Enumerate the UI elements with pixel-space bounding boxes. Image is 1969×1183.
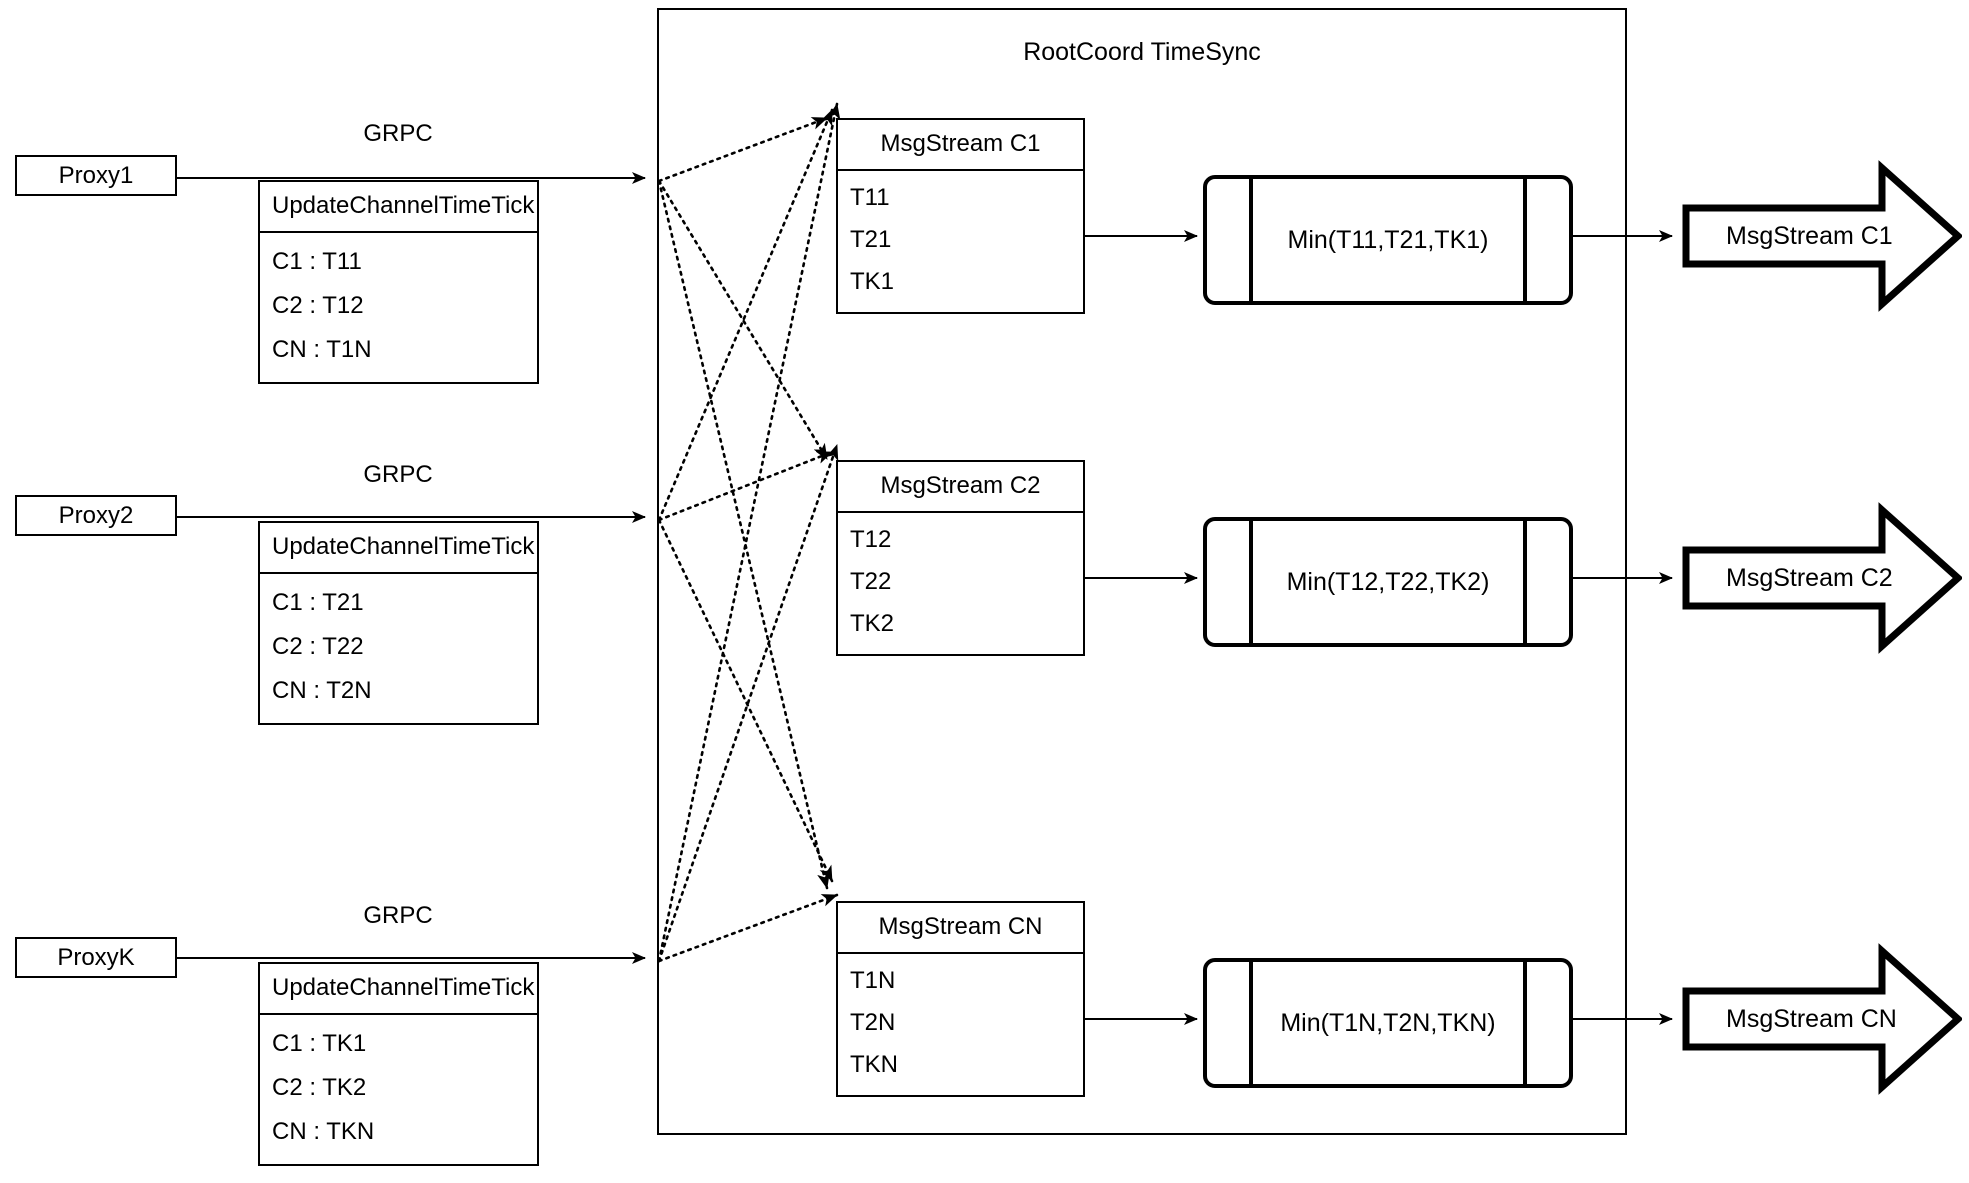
block-arrow-shape (1682, 502, 1962, 654)
min-label: Min(T1N,T2N,TKN) (1280, 1008, 1496, 1037)
container-title: RootCoord TimeSync (1023, 38, 1261, 66)
table-header: MsgStream C2 (838, 462, 1083, 513)
table-row: T2N (850, 1008, 896, 1036)
rootcoord-timesync-container (657, 8, 1627, 1135)
subprocess-bar-right (1523, 175, 1527, 305)
grpc-label-1: GRPC (363, 120, 433, 147)
grpc-label-2: GRPC (363, 461, 433, 488)
proxy-label: ProxyK (57, 943, 135, 971)
subprocess-bar-left (1249, 517, 1253, 647)
table-body: T11 T21 TK1 (838, 171, 1083, 312)
table-row: TK1 (850, 267, 895, 295)
grpc-label-3: GRPC (363, 902, 433, 929)
table-row: T22 (850, 567, 892, 595)
update-channel-timetick-table-1: UpdateChannelTimeTick C1 : T11 C2 : T12 … (258, 180, 539, 384)
msgstream-table-1: MsgStream C1 T11 T21 TK1 (836, 118, 1085, 314)
table-header: MsgStream C1 (838, 120, 1083, 171)
output-label: MsgStream CN (1726, 1004, 1897, 1033)
table-row: C1 : TK1 (272, 1029, 367, 1057)
output-block-arrow-2: MsgStream C2 (1682, 502, 1962, 654)
block-arrow-shape (1682, 943, 1962, 1095)
subprocess-bar-left (1249, 175, 1253, 305)
proxy-box-3[interactable]: ProxyK (15, 937, 177, 978)
min-label: Min(T12,T22,TK2) (1286, 567, 1490, 596)
proxy-box-2[interactable]: Proxy2 (15, 495, 177, 536)
table-row: TK2 (850, 609, 895, 637)
proxy-label: Proxy2 (58, 501, 134, 529)
subprocess-bar-left (1249, 958, 1253, 1088)
table-body: C1 : TK1 C2 : TK2 CN : TKN (260, 1015, 537, 1164)
table-row: C1 : T21 (272, 588, 364, 616)
table-row: C1 : T11 (272, 247, 362, 275)
table-header: UpdateChannelTimeTick (260, 523, 537, 574)
table-row: CN : T2N (272, 677, 372, 705)
update-channel-timetick-table-3: UpdateChannelTimeTick C1 : TK1 C2 : TK2 … (258, 962, 539, 1166)
table-body: C1 : T21 C2 : T22 CN : T2N (260, 574, 537, 723)
msgstream-table-3: MsgStream CN T1N T2N TKN (836, 901, 1085, 1097)
table-body: T1N T2N TKN (838, 954, 1083, 1095)
table-row: T1N (850, 967, 896, 995)
table-row: T11 (850, 184, 890, 212)
table-row: C2 : T22 (272, 632, 364, 660)
proxy-box-1[interactable]: Proxy1 (15, 155, 177, 196)
table-body: C1 : T11 C2 : T12 CN : T1N (260, 233, 537, 382)
table-header: MsgStream CN (838, 903, 1083, 954)
table-row: C2 : T12 (272, 291, 364, 319)
subprocess-bar-right (1523, 958, 1527, 1088)
table-row: C2 : TK2 (272, 1073, 367, 1101)
proxy-label: Proxy1 (58, 161, 134, 189)
table-header: UpdateChannelTimeTick (260, 964, 537, 1015)
output-block-arrow-1: MsgStream C1 (1682, 160, 1962, 312)
output-label: MsgStream C2 (1726, 563, 1893, 592)
table-header: UpdateChannelTimeTick (260, 182, 537, 233)
output-block-arrow-3: MsgStream CN (1682, 943, 1962, 1095)
table-row: T12 (850, 526, 892, 554)
table-body: T12 T22 TK2 (838, 513, 1083, 654)
min-subprocess-3: Min(T1N,T2N,TKN) (1203, 958, 1573, 1088)
output-label: MsgStream C1 (1726, 221, 1893, 250)
subprocess-bar-right (1523, 517, 1527, 647)
table-row: T21 (850, 225, 892, 253)
min-subprocess-2: Min(T12,T22,TK2) (1203, 517, 1573, 647)
msgstream-table-2: MsgStream C2 T12 T22 TK2 (836, 460, 1085, 656)
block-arrow-shape (1682, 160, 1962, 312)
table-row: CN : TKN (272, 1118, 375, 1146)
min-label: Min(T11,T21,TK1) (1287, 225, 1489, 254)
min-subprocess-1: Min(T11,T21,TK1) (1203, 175, 1573, 305)
table-row: CN : T1N (272, 336, 372, 364)
update-channel-timetick-table-2: UpdateChannelTimeTick C1 : T21 C2 : T22 … (258, 521, 539, 725)
table-row: TKN (850, 1050, 898, 1078)
